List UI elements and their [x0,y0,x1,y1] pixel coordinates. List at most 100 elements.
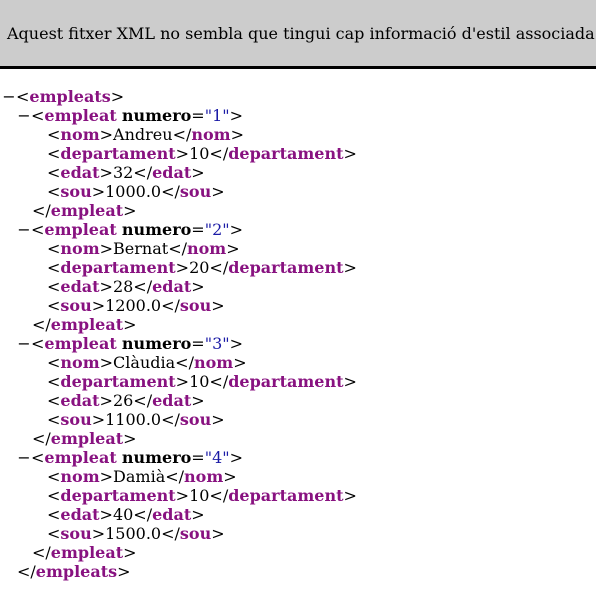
xml-line-content: </empleat> [32,201,137,220]
collapse-toggle-icon[interactable]: − [17,448,31,467]
attr-quote: " [204,448,213,467]
collapse-toggle-icon[interactable]: − [17,220,31,239]
bracket-open: < [31,220,45,239]
tag-name: empleat [44,334,117,353]
xml-line-content: <edat>32</edat> [47,163,205,182]
bracket-end-open: </ [161,182,180,201]
xml-employee-close-line: </empleat> [0,201,596,220]
bracket-close: > [191,277,205,296]
field-value: 26 [112,391,134,410]
bracket-close: > [123,315,137,334]
xml-info-message: Aquest fitxer XML no sembla que tingui c… [7,24,596,43]
collapse-toggle-icon[interactable]: − [17,334,31,353]
bracket-close: > [229,106,244,125]
bracket-end-open: </ [175,353,194,372]
tag-name: departament [60,486,176,505]
bracket-open: < [47,258,61,277]
xml-line-content: <sou>1500.0</sou> [47,524,225,543]
bracket-close: > [175,258,190,277]
bracket-end-open: </ [161,296,180,315]
xml-line-content: </empleat> [32,315,137,334]
attr-name: numero [121,334,192,353]
xml-line-content: <departament>10</departament> [47,372,357,391]
tag-name: departament [60,144,176,163]
tag-name: edat [60,505,100,524]
tag-name: empleat [50,543,124,562]
bracket-open: < [31,448,45,467]
tag-name: nom [60,353,100,372]
tag-name: nom [187,239,227,258]
field-value: 20 [189,258,210,277]
xml-field-line: <sou>1500.0</sou> [0,524,596,543]
collapse-toggle-icon[interactable]: − [2,87,16,106]
bracket-open: < [47,163,61,182]
tag-name: edat [152,277,192,296]
attr-equals: = [191,334,205,353]
xml-line-content: <edat>40</edat> [47,505,205,524]
bracket-close: > [343,258,357,277]
xml-employee-open-line: −<empleat numero="2"> [0,220,596,239]
xml-root-close-line: </empleats> [0,562,596,581]
bracket-end-open: </ [209,144,229,163]
bracket-open: < [47,277,61,296]
xml-root-open-line: −<empleats> [0,87,596,106]
tag-name: empleat [50,315,124,334]
xml-field-line: <nom>Bernat</nom> [0,239,596,258]
attr-quote: " [204,106,213,125]
xml-line-content: </empleats> [17,562,131,581]
bracket-close: > [99,163,113,182]
attr-quote: " [222,220,230,239]
bracket-end-open: </ [209,372,229,391]
attr-equals: = [191,448,205,467]
xml-field-line: <departament>10</departament> [0,372,596,391]
attr-quote: " [222,106,230,125]
xml-line-content: </empleat> [32,543,137,562]
bracket-close: > [91,296,106,315]
bracket-open: < [47,524,61,543]
tag-name: sou [60,296,92,315]
field-value: 1200.0 [105,296,162,315]
tag-name: nom [60,467,100,486]
bracket-close: > [191,391,205,410]
bracket-close: > [343,144,357,163]
xml-line-content: <sou>1200.0</sou> [47,296,225,315]
tag-name: empleat [44,448,117,467]
bracket-close: > [123,201,137,220]
bracket-close: > [229,334,244,353]
xml-field-line: <departament>10</departament> [0,486,596,505]
bracket-end-open: </ [32,429,51,448]
xml-field-line: <edat>40</edat> [0,505,596,524]
bracket-open: < [47,125,61,144]
bracket-end-open: </ [165,467,185,486]
tag-name: empleat [50,201,124,220]
attr-value: 1 [212,106,223,125]
field-value: 28 [112,277,134,296]
tag-name: departament [228,258,344,277]
xml-field-line: <sou>1100.0</sou> [0,410,596,429]
xml-line-content: </empleat> [32,429,137,448]
bracket-close: > [110,87,125,106]
bracket-close: > [117,562,131,581]
bracket-close: > [223,467,237,486]
attr-quote: " [204,220,213,239]
xml-line-content: <departament>20</departament> [47,258,357,277]
bracket-open: < [47,372,61,391]
collapse-toggle-icon[interactable]: − [17,106,31,125]
xml-employee-close-line: </empleat> [0,429,596,448]
bracket-close: > [91,524,106,543]
xml-line-content: <empleat numero="3"> [31,334,243,353]
bracket-open: < [47,239,61,258]
tag-name: sou [179,410,212,429]
bracket-close: > [175,486,190,505]
field-value: 32 [112,163,134,182]
bracket-open: < [31,334,45,353]
attr-equals: = [191,106,205,125]
attr-equals: = [191,220,205,239]
field-value: 1100.0 [105,410,162,429]
xml-employee-open-line: −<empleat numero="1"> [0,106,596,125]
tag-name: sou [179,296,212,315]
attr-value: 2 [212,220,223,239]
bracket-end-open: </ [172,125,192,144]
tag-name: sou [60,524,92,543]
bracket-end-open: </ [32,315,51,334]
